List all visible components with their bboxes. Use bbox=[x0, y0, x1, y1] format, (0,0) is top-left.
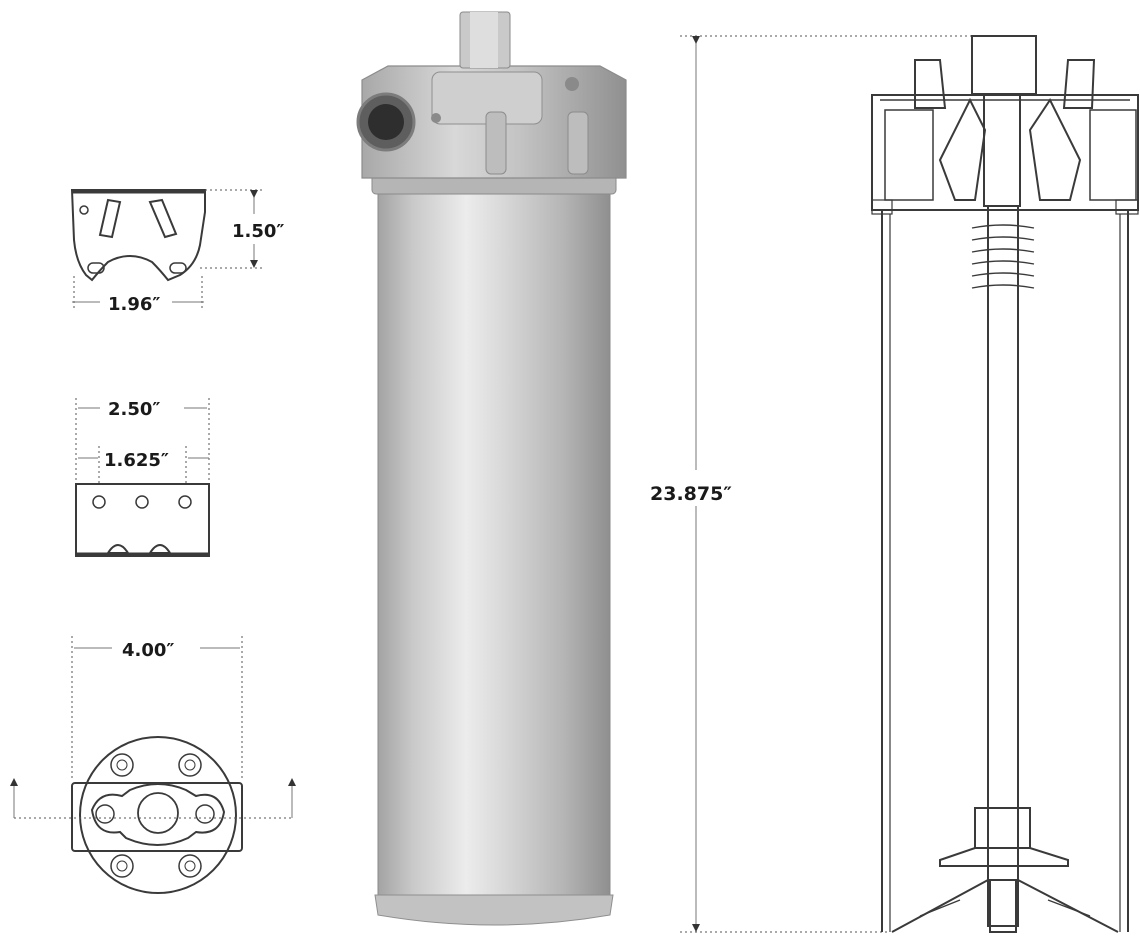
side-view-hole bbox=[135, 495, 149, 509]
base-plan-view: 4.00″ bbox=[10, 636, 296, 894]
center-rod bbox=[987, 205, 1019, 927]
base-bolt-hole bbox=[178, 854, 202, 878]
base-bolt-hole bbox=[110, 753, 134, 777]
housing-body bbox=[378, 180, 610, 902]
dim-side-outer: 2.50″ bbox=[108, 399, 160, 420]
overall-height-dimension: 23.875″ bbox=[650, 35, 1040, 933]
side-view-hole bbox=[178, 495, 192, 509]
housing-bottom-rim bbox=[374, 894, 614, 926]
dim-top-height: 1.50″ bbox=[232, 221, 284, 242]
section-top-plug bbox=[971, 35, 1037, 95]
top-view-slot-right bbox=[148, 198, 178, 239]
dim-top-width: 1.96″ bbox=[108, 294, 160, 315]
dim-overall-height: 23.875″ bbox=[650, 483, 732, 505]
base-bolt-hole bbox=[178, 753, 202, 777]
head-top-view: 1.50″ 1.96″ bbox=[70, 189, 284, 315]
spring bbox=[971, 224, 1035, 289]
cross-section-view bbox=[871, 35, 1139, 933]
dim-base-width: 4.00″ bbox=[122, 640, 174, 661]
side-view-hole bbox=[92, 495, 106, 509]
base-bolt-hole bbox=[110, 854, 134, 878]
bracket-side-view: 2.50″ 1.625″ bbox=[75, 398, 210, 557]
dim-side-inner: 1.625″ bbox=[104, 450, 169, 471]
filter-housing-photo bbox=[356, 11, 627, 926]
top-view-slot-left bbox=[98, 198, 122, 239]
